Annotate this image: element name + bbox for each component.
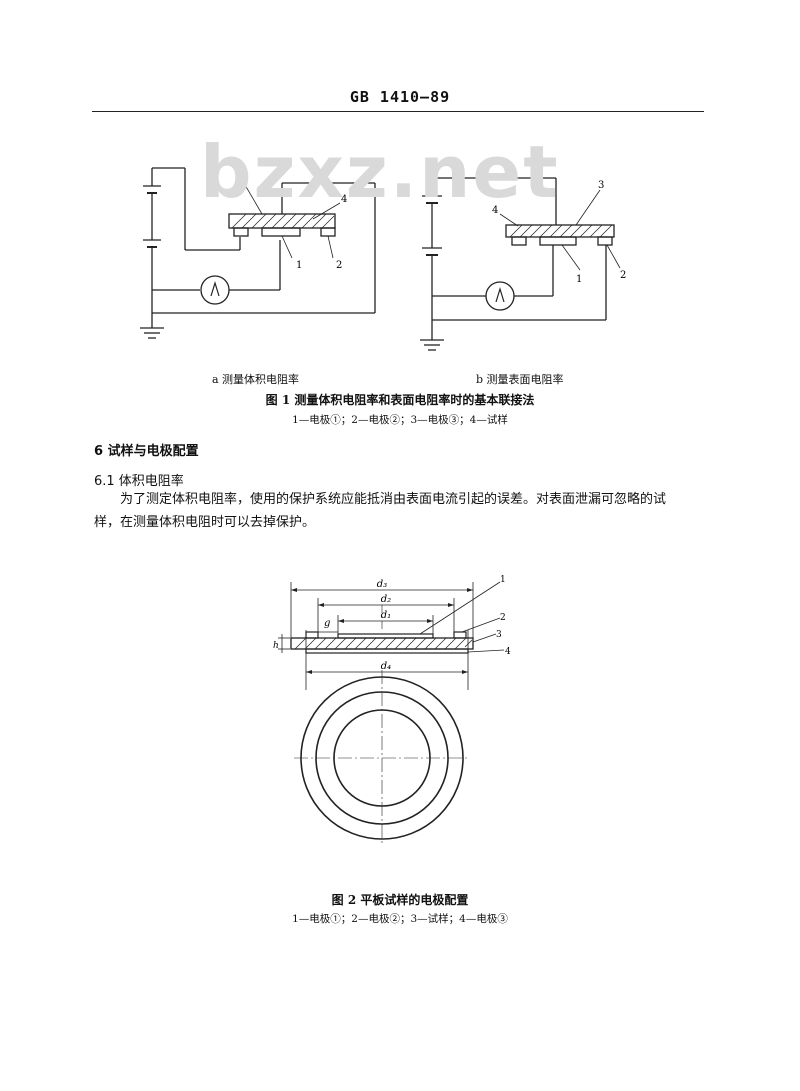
fig1a-label-1: 1 [296, 260, 302, 271]
standard-header: GB 1410—89 [349, 88, 451, 106]
fig2-dim-d1: d₁ [381, 610, 391, 621]
fig1a-label-4: 4 [341, 194, 347, 205]
fig1-legend: 1—电极①；2—电极②；3—电极③；4—试样 [292, 414, 508, 426]
fig1a-label-3: 3 [236, 170, 242, 181]
fig2-dim-g: g [324, 618, 330, 629]
fig2-label-1: 1 [500, 575, 506, 585]
figure1-diagram: 3 4 1 2 [140, 167, 626, 351]
paragraph-line-1: 为了测定体积电阻率，使用的保护系统应能抵消由表面电流引起的误差。对表面泄漏可忽略… [120, 492, 667, 507]
fig1b-label-4: 4 [492, 205, 498, 216]
fig2-dim-d3: d₃ [377, 579, 387, 590]
section-6-1-heading: 6.1 体积电阻率 [94, 474, 184, 489]
fig1-sub-a: a 测量体积电阻率 [212, 373, 300, 386]
figure2-diagram: d₃ d₂ d₁ d₄ g h 1 2 3 4 [273, 575, 511, 846]
fig2-label-3: 3 [496, 630, 502, 640]
section-6-heading: 6 试样与电极配置 [94, 444, 199, 459]
fig2-dim-d4: d₄ [381, 661, 391, 672]
watermark-text: bzxz.net [200, 130, 560, 214]
paragraph-line-2: 样，在测量体积电阻时可以去掉保护。 [94, 515, 316, 530]
header-rule [92, 111, 704, 112]
fig1a-label-2: 2 [336, 260, 342, 271]
fig1b-label-2: 2 [620, 270, 626, 281]
fig2-label-2: 2 [500, 613, 506, 623]
fig1b-label-1: 1 [576, 274, 582, 285]
fig1-sub-b: b 测量表面电阻率 [476, 373, 564, 386]
fig1b-label-3: 3 [598, 180, 604, 191]
fig2-dim-h: h [273, 641, 279, 651]
fig2-dim-d2: d₂ [381, 594, 391, 605]
fig2-label-4: 4 [505, 647, 511, 657]
fig2-caption: 图 2 平板试样的电极配置 [331, 893, 469, 907]
fig2-legend: 1—电极①；2—电极②；3—试样；4—电极③ [292, 913, 508, 925]
fig1-caption: 图 1 测量体积电阻率和表面电阻率时的基本联接法 [265, 393, 535, 407]
